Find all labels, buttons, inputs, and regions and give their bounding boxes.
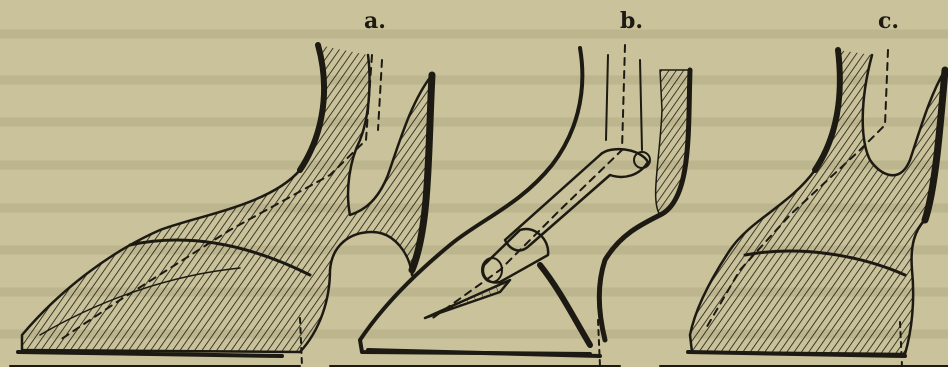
figure-label-b: b. <box>620 8 643 34</box>
hoof-b-coffin-bone <box>425 280 510 318</box>
figure-label-c: c. <box>878 8 899 34</box>
hoof-figure-c <box>660 50 948 366</box>
hoof-a-vertical-axis <box>378 60 382 130</box>
hoof-c-outline <box>690 50 945 354</box>
hoof-b-heel-shade <box>540 265 590 345</box>
figure-label-a: a. <box>364 8 386 34</box>
hoof-figure-a <box>10 45 432 366</box>
hoof-b-pastern-axis <box>430 45 625 320</box>
hoof-b-tendon <box>656 70 690 215</box>
hoof-a-outline <box>22 45 432 352</box>
